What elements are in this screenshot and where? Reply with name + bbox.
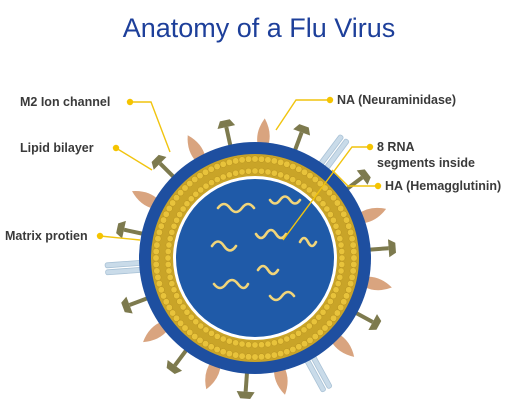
- lipid-heads-outer: [152, 155, 358, 361]
- rna-segment-icon: [298, 236, 318, 248]
- label-rna-line1: 8 RNA: [377, 140, 415, 154]
- label-hemagglutinin: HA (Hemagglutinin): [385, 179, 501, 193]
- leader-na: [275, 99, 330, 131]
- rna-segment-icon: [216, 202, 256, 214]
- na-spike-icon: [116, 220, 146, 239]
- virus-core: [176, 179, 334, 337]
- leader-dot-matrix: [96, 232, 104, 240]
- na-spike-icon: [366, 239, 396, 258]
- rna-segment-icon: [268, 195, 302, 205]
- ha-spike-icon: [274, 366, 288, 395]
- label-matrix-protein: Matrix protien: [5, 229, 88, 243]
- lipid-heads-inner: [164, 167, 346, 349]
- leader-dot-lipid: [112, 144, 120, 152]
- leader-dot-na: [326, 96, 334, 104]
- na-spike-icon: [292, 124, 311, 154]
- leader-m2: [130, 101, 171, 153]
- na-spike-icon: [343, 169, 371, 193]
- na-spike-icon: [151, 154, 178, 181]
- leader-dot-ha: [374, 182, 382, 190]
- diagram-title: Anatomy of a Flu Virus: [123, 13, 396, 43]
- leader-ha: [331, 169, 378, 187]
- leader-rna: [282, 146, 370, 241]
- rna-segments: [210, 195, 318, 302]
- na-spike-icon: [166, 346, 190, 375]
- label-lipid-bilayer: Lipid bilayer: [20, 141, 94, 155]
- leader-lines: [96, 96, 382, 241]
- ha-spike-icon: [205, 361, 221, 390]
- rna-segment-icon: [254, 228, 288, 240]
- leader-dot-rna: [366, 143, 374, 151]
- label-rna-line2: segments inside: [377, 156, 475, 170]
- ha-spike-icon: [358, 207, 387, 224]
- leader-lipid: [115, 147, 153, 171]
- na-spike-icon: [217, 119, 236, 150]
- na-spike-icon: [352, 309, 382, 330]
- label-neuraminidase: NA (Neuraminidase): [337, 93, 456, 107]
- leader-matrix: [99, 235, 141, 241]
- label-m2-ion-channel: M2 Ion channel: [20, 95, 110, 109]
- rna-segment-icon: [256, 264, 280, 276]
- na-spike-icon: [236, 369, 255, 400]
- virus-particle: [104, 118, 396, 400]
- rna-segment-icon: [268, 290, 296, 302]
- leader-dot-m2: [126, 98, 134, 106]
- rna-segment-icon: [212, 278, 250, 290]
- na-spike-icon: [121, 295, 151, 314]
- ha-spike-icon: [363, 276, 392, 291]
- rna-segment-icon: [210, 240, 238, 252]
- ha-spike-icon: [257, 118, 270, 147]
